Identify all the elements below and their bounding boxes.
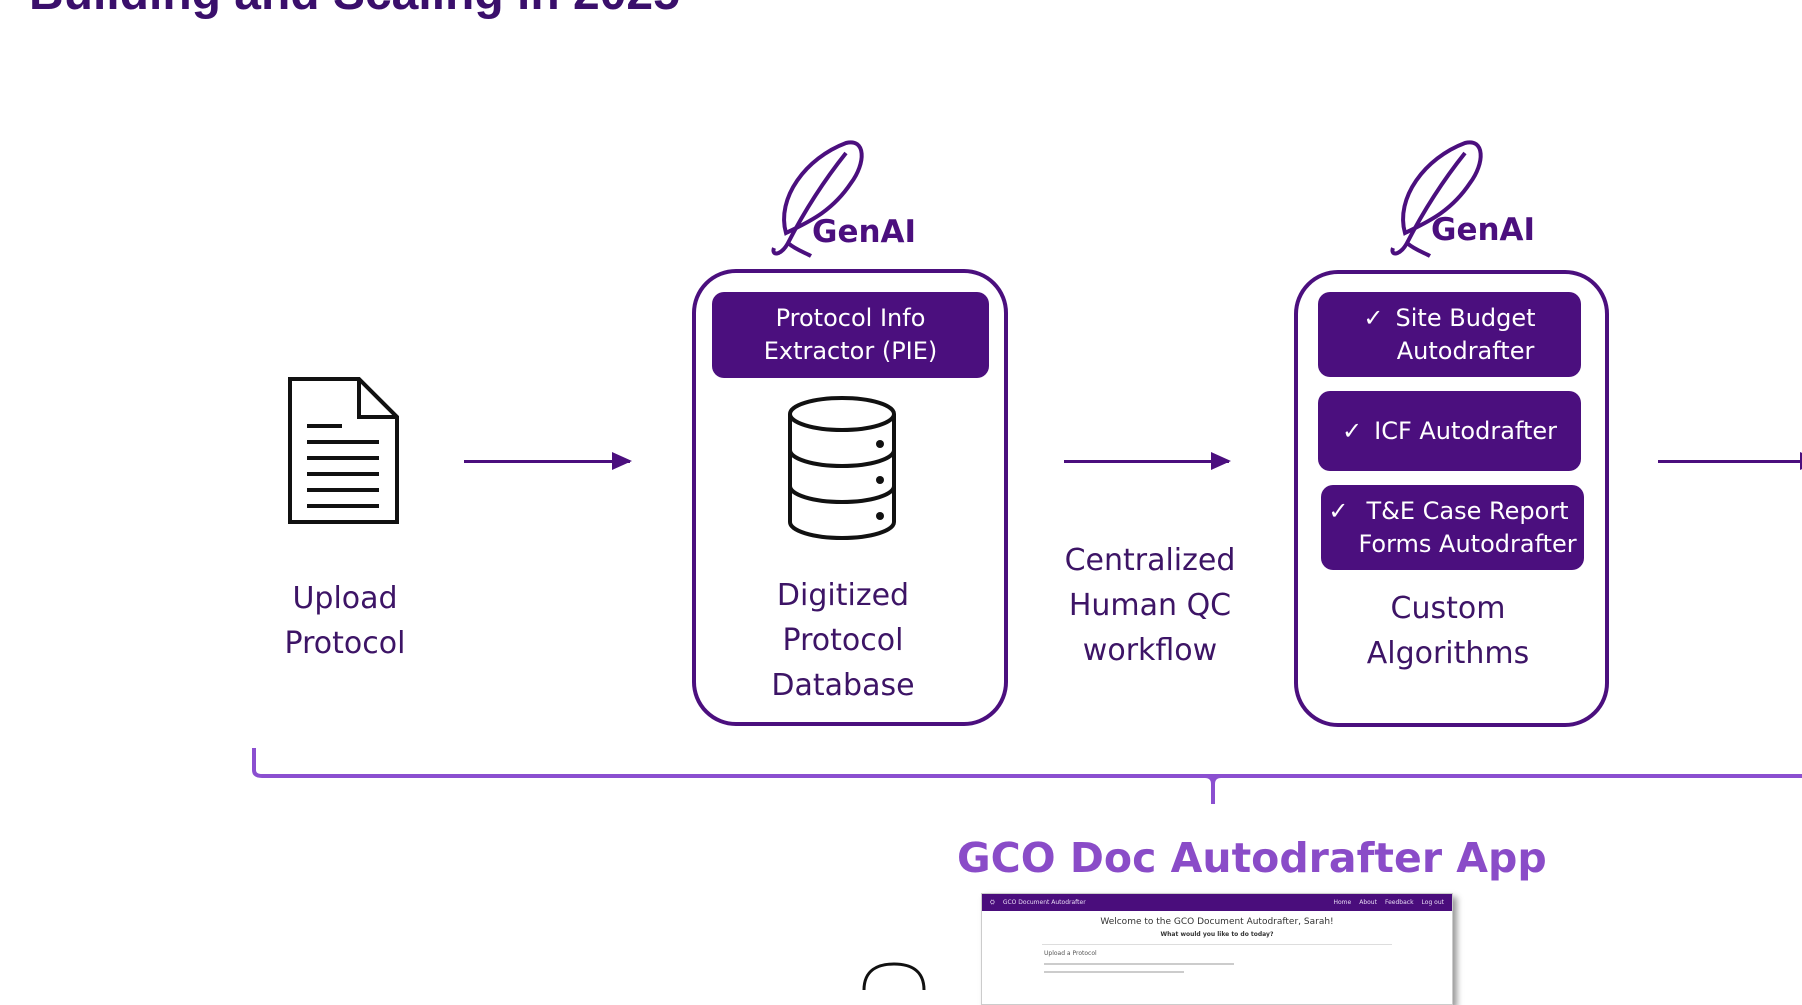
prompt-text: What would you like to do today?: [1160, 931, 1274, 938]
nav-home[interactable]: Home: [1333, 899, 1352, 906]
genai-badge: GenAI: [812, 214, 917, 250]
arrow-right: [1064, 452, 1231, 470]
label-line: workflow: [1082, 633, 1218, 668]
label-line: Centralized: [1064, 543, 1236, 578]
check-icon: ✓: [1363, 304, 1384, 332]
arrow-right: [1658, 452, 1802, 470]
grouping-bracket: [252, 748, 1802, 804]
pie-header-line: Protocol Info: [775, 304, 926, 332]
arrow-right: [464, 452, 632, 470]
item-line: Forms Autodrafter: [1358, 529, 1577, 558]
icf-autodrafter: ✓ ICF Autodrafter: [1318, 391, 1581, 471]
custom-algorithms-container: [1294, 270, 1609, 727]
item-line: Site Budget: [1395, 303, 1536, 332]
upload-protocol-label: Upload Protocol: [245, 576, 445, 666]
slide-title: Building and Scaling in 2025: [29, 0, 680, 21]
label-line: Custom: [1390, 591, 1506, 626]
nav-feedback[interactable]: Feedback: [1384, 899, 1414, 906]
document-icon: [288, 377, 399, 524]
feather-icon: [1390, 140, 1483, 258]
pie-header-line: Extractor (PIE): [763, 337, 938, 365]
person-icon: [862, 962, 926, 990]
label-line: Human QC: [1068, 588, 1232, 623]
app-logo-icon: ⛭: [990, 898, 995, 906]
genai-badge: GenAI: [1431, 212, 1536, 248]
label-line: Algorithms: [1366, 636, 1530, 671]
database-icon: [788, 396, 896, 540]
custom-algorithms-label: Custom Algorithms: [1348, 586, 1548, 676]
app-screenshot: ⛭ GCO Document Autodrafter Home About Fe…: [981, 893, 1453, 1005]
feather-icon: [771, 140, 864, 258]
item-line: T&E Case Report: [1366, 496, 1569, 525]
nav-about[interactable]: About: [1359, 899, 1377, 906]
welcome-text: Welcome to the GCO Document Autodrafter,…: [1100, 917, 1334, 927]
app-brand: GCO Document Autodrafter: [1002, 899, 1086, 906]
label-line: Protocol: [284, 626, 406, 661]
label-line: Database: [771, 668, 915, 703]
label-line: Protocol: [782, 623, 904, 658]
human-qc-label: Centralized Human QC workflow: [1040, 538, 1260, 673]
app-header: ⛭ GCO Document Autodrafter Home About Fe…: [982, 894, 1452, 911]
check-icon: ✓: [1328, 497, 1349, 525]
item-line: ICF Autodrafter: [1374, 416, 1557, 445]
label-line: Digitized: [776, 578, 910, 613]
pie-container: [692, 269, 1008, 726]
digitized-database-label: Digitized Protocol Database: [743, 573, 943, 708]
item-line: Autodrafter: [1396, 336, 1535, 365]
nav-logout[interactable]: Log out: [1421, 899, 1444, 906]
app-title: GCO Doc Autodrafter App: [957, 834, 1547, 882]
label-line: Upload: [292, 581, 398, 616]
upload-section[interactable]: Upload a Protocol: [1044, 950, 1097, 957]
check-icon: ✓: [1342, 416, 1363, 445]
